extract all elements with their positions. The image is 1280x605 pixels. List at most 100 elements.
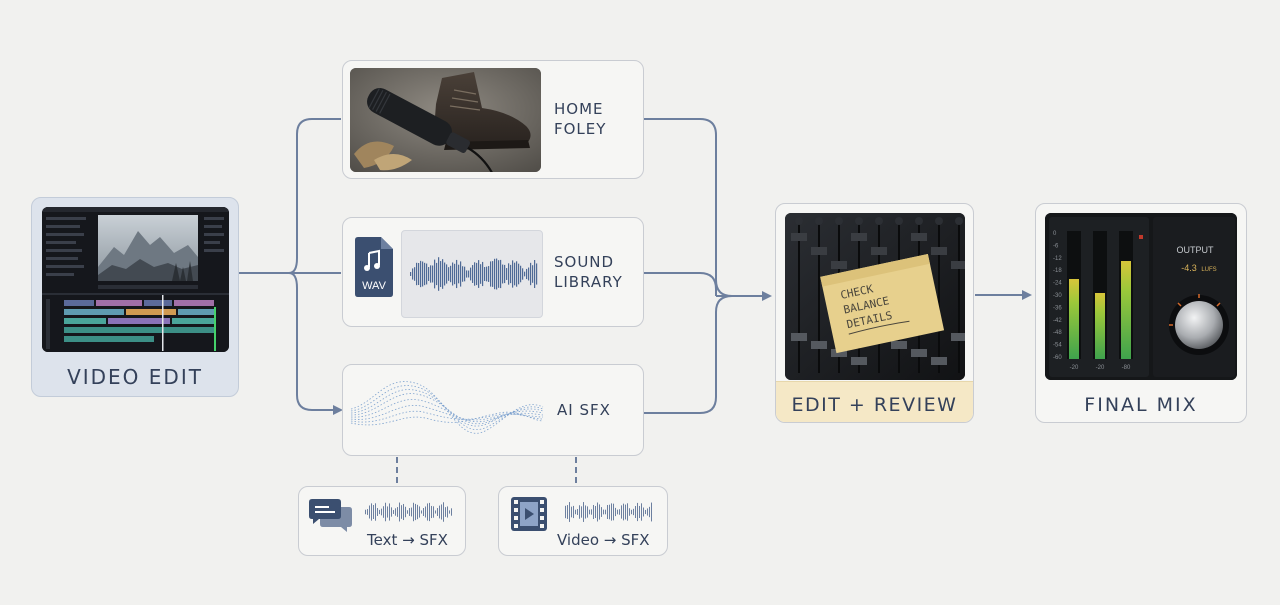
waveform-bar — [605, 509, 606, 515]
fader-cap — [951, 333, 965, 341]
meter-scale-label: -42 — [1053, 318, 1062, 324]
waveform-bar — [377, 508, 378, 516]
waveform-bar — [423, 507, 424, 517]
fader-cap — [811, 341, 827, 349]
waveform-bar — [419, 506, 420, 518]
waveform-bar — [629, 508, 630, 516]
video-editor-screenshot — [42, 207, 229, 352]
waveform-bar — [597, 502, 598, 522]
meter-scale-label: -12 — [1053, 256, 1062, 262]
waveform-bar — [601, 507, 602, 517]
console-knob — [955, 217, 963, 225]
waveform-bar — [420, 260, 422, 288]
waveform-bar — [452, 262, 454, 286]
waveform-bar — [492, 261, 494, 287]
waveform-bar — [417, 504, 418, 520]
home-foley-label-line1: HOME — [554, 100, 604, 118]
waveform-bar — [379, 509, 380, 515]
waveform-bar — [401, 505, 402, 519]
meter-bottom-label-1: -20 — [1070, 365, 1079, 371]
meter-scale-label: -6 — [1053, 243, 1059, 249]
waveform-bar — [482, 261, 484, 287]
waveform-bar — [426, 263, 428, 285]
waveform-bar — [447, 506, 448, 518]
waveform-bar — [427, 503, 428, 521]
waveform-bar — [385, 502, 386, 522]
fader-cap — [811, 247, 827, 255]
waveform-bar — [434, 259, 436, 289]
waveform-bar — [635, 505, 636, 519]
waveform-bar — [587, 506, 588, 518]
console-knob — [875, 217, 883, 225]
waveform-bar — [514, 262, 516, 286]
video-sfx-waveform — [565, 502, 652, 522]
fader-cap — [911, 349, 927, 357]
sound-library-label: SOUND LIBRARY — [554, 252, 623, 292]
meter-scale-label: -30 — [1053, 293, 1062, 299]
waveform-bar — [502, 264, 504, 284]
waveform-bar — [528, 267, 530, 281]
waveform-bar — [603, 509, 604, 515]
waveform-bar — [534, 259, 536, 289]
meter-bar-master — [1121, 261, 1131, 359]
waveform-bar — [407, 510, 408, 514]
waveform-bar — [508, 263, 510, 285]
waveform-bar — [440, 261, 442, 287]
waveform-bar — [472, 265, 474, 283]
waveform-bar — [439, 505, 440, 519]
meter-bottom-label-3: -80 — [1122, 365, 1131, 371]
waveform-bar — [615, 507, 616, 517]
meter-scale-label: -54 — [1053, 343, 1062, 349]
waveform-bar — [488, 266, 490, 282]
waveform-bar — [393, 510, 394, 514]
waveform-bar — [449, 510, 450, 514]
waveform-bar — [422, 261, 424, 287]
waveform-bar — [589, 509, 590, 515]
console-knob — [895, 217, 903, 225]
waveform-bar — [518, 263, 520, 285]
waveform-bar — [421, 510, 422, 514]
sound-library-card: WAV SOUND LIBRARY — [342, 217, 644, 327]
fader-cap — [791, 233, 807, 241]
fader-cap — [791, 333, 807, 341]
console-knob — [935, 217, 943, 225]
meter-bar-left — [1069, 279, 1079, 359]
waveform-bar — [454, 263, 456, 285]
final-mix-card: 0-6-12-18-24-30-36-42-48-54-60 -20 -20 -… — [1035, 203, 1247, 423]
waveform-bar — [391, 507, 392, 517]
waveform-bar — [462, 266, 464, 282]
fader-cap — [851, 357, 867, 365]
home-foley-label: HOME FOLEY — [554, 99, 606, 139]
waveform-bar — [494, 258, 496, 290]
waveform-bar — [399, 502, 400, 522]
waveform-bar — [520, 265, 522, 283]
waveform-bar — [486, 266, 488, 282]
master-output-photo: 0-6-12-18-24-30-36-42-48-54-60 -20 -20 -… — [1045, 213, 1237, 380]
waveform-bar — [631, 509, 632, 515]
connector-ai-out — [644, 295, 733, 414]
waveform-bar — [451, 508, 452, 516]
waveform-bar — [498, 260, 500, 288]
waveform-bar — [442, 259, 444, 289]
waveform-bar — [448, 267, 450, 281]
waveform-bar — [412, 268, 414, 280]
waveform-bar — [621, 505, 622, 519]
waveform-bar — [470, 267, 472, 281]
waveform-bar — [432, 265, 434, 283]
ai-sfx-card: AI SFX — [342, 364, 644, 456]
waveform-bar — [464, 266, 466, 282]
video-edit-label: VIDEO EDIT — [67, 365, 203, 389]
waveform-bar — [474, 262, 476, 286]
waveform-bar — [530, 262, 532, 286]
loudness-unit: LUFS — [1201, 267, 1216, 273]
waveform-bar — [367, 509, 368, 515]
fader-cap — [871, 247, 887, 255]
waveform-bar — [607, 505, 608, 519]
waveform-bar — [569, 502, 570, 522]
loudness-value: -4.3 — [1181, 263, 1197, 273]
wav-file-icon: WAV — [355, 237, 393, 297]
waveform-bar — [484, 267, 486, 281]
edit-review-label: EDIT + REVIEW — [791, 394, 958, 416]
waveform-bar — [651, 502, 652, 522]
